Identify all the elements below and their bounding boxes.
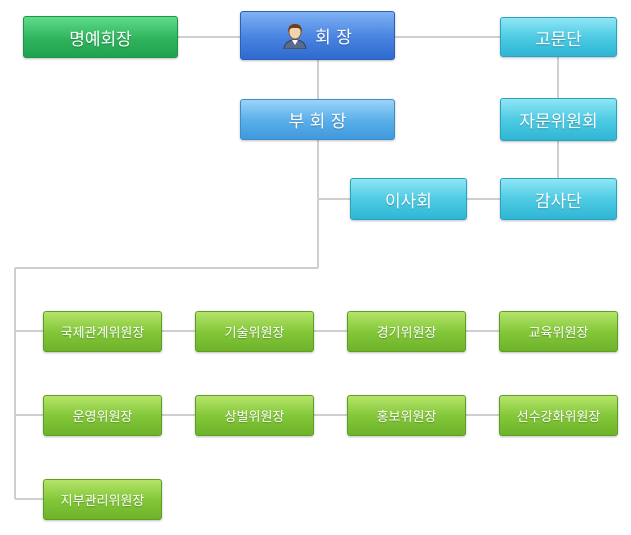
advisory-committee-box[interactable]: 자문위원회 — [500, 98, 617, 141]
committee-branch-management[interactable]: 지부관리위원장 — [43, 479, 162, 520]
committee-label: 선수강화위원장 — [516, 410, 601, 425]
chairman-label: 회 장 — [315, 28, 352, 48]
advisors-label: 고문단 — [535, 29, 582, 50]
honorary-chairman-label: 명예회장 — [69, 29, 132, 50]
committee-public-relations[interactable]: 홍보위원장 — [347, 395, 466, 436]
committee-athlete-development[interactable]: 선수강화위원장 — [499, 395, 618, 436]
advisors-box[interactable]: 고문단 — [500, 17, 617, 57]
committee-label: 경기위원장 — [376, 326, 437, 341]
committee-education[interactable]: 교육위원장 — [499, 311, 618, 352]
chairman-box[interactable]: 회 장 — [240, 11, 395, 60]
committee-label: 지부관리위원장 — [60, 494, 145, 509]
vice-chairman-box[interactable]: 부 회 장 — [240, 99, 395, 140]
auditors-box[interactable]: 감사단 — [500, 178, 617, 220]
person-icon — [283, 23, 307, 49]
auditors-label: 감사단 — [535, 191, 582, 212]
board-box[interactable]: 이사회 — [350, 178, 467, 220]
committee-label: 기술위원장 — [224, 326, 285, 341]
committee-label: 국제관계위원장 — [60, 326, 145, 341]
vice-chairman-label: 부 회 장 — [288, 112, 347, 132]
advisory-committee-label: 자문위원회 — [519, 112, 598, 132]
committee-operations[interactable]: 운영위원장 — [43, 395, 162, 436]
committee-label: 상벌위원장 — [224, 410, 285, 425]
committee-competition[interactable]: 경기위원장 — [347, 311, 466, 352]
committee-label: 홍보위원장 — [376, 410, 437, 425]
committee-label: 운영위원장 — [72, 410, 133, 425]
committee-rewards-discipline[interactable]: 상벌위원장 — [195, 395, 314, 436]
committee-label: 교육위원장 — [528, 326, 589, 341]
honorary-chairman-box[interactable]: 명예회장 — [23, 16, 178, 58]
committee-technical[interactable]: 기술위원장 — [195, 311, 314, 352]
board-label: 이사회 — [385, 191, 432, 212]
committee-international-relations[interactable]: 국제관계위원장 — [43, 311, 162, 352]
